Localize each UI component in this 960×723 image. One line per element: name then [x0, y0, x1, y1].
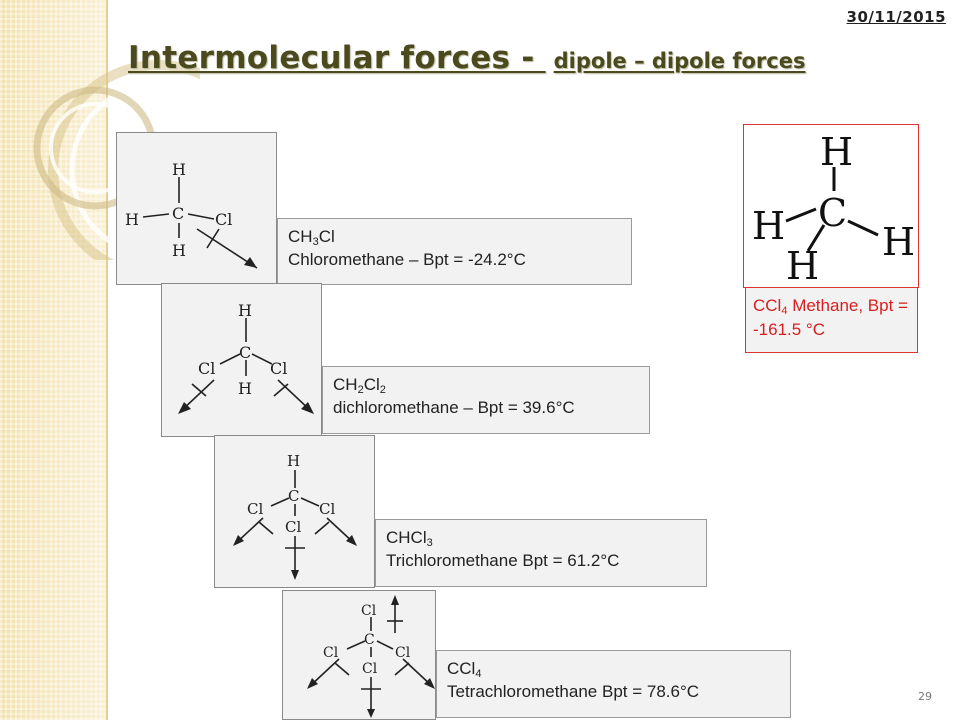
formula: CHCl3 — [386, 526, 696, 549]
atom-cl: Cl — [361, 603, 377, 619]
atom-cl: Cl — [285, 518, 301, 536]
dichloromethane-structure: H C Cl Cl H — [161, 283, 322, 437]
atom-h: H — [786, 244, 819, 287]
atom-cl: Cl — [215, 210, 232, 229]
formula-part: CCl — [447, 659, 476, 678]
formula-subscript: 2 — [357, 384, 364, 396]
formula-part: Cl — [318, 227, 335, 246]
compound-name: dichloromethane – Bpt = 39.6°C — [333, 398, 575, 417]
atom-c: C — [364, 632, 375, 648]
atom-cl: Cl — [198, 359, 215, 378]
atom-h: H — [820, 130, 853, 174]
chloromethane-label: CH3Cl Chloromethane – Bpt = -24.2°C — [277, 218, 632, 285]
methane-name: Methane, Bpt = -161.5 °C — [753, 296, 908, 339]
formula-part: CH — [333, 375, 358, 394]
atom-cl: Cl — [319, 500, 335, 518]
methane-formula-subscript: 4 — [781, 305, 788, 317]
atom-c: C — [172, 204, 184, 223]
methane-structure: H C H H H — [743, 124, 919, 288]
atom-c: C — [239, 343, 251, 362]
formula-subscript: 3 — [312, 236, 319, 248]
atom-h: H — [172, 241, 186, 260]
compound-name: Tetrachloromethane Bpt = 78.6°C — [447, 682, 700, 701]
atom-cl: Cl — [247, 500, 263, 518]
trichloromethane-structure: H C Cl Cl Cl — [214, 435, 375, 588]
methane-label: CCl4 Methane, Bpt = -161.5 °C — [745, 287, 918, 353]
formula-subscript: 2 — [379, 384, 386, 396]
slide-title: Intermolecular forces - dipole – dipole … — [128, 40, 805, 76]
slide-date: 30/11/2015 — [846, 8, 946, 26]
formula-part: CHCl — [386, 528, 427, 547]
atom-h: H — [238, 301, 252, 320]
atom-h: H — [125, 210, 139, 229]
tetrachloromethane-structure: Cl C Cl Cl Cl — [282, 590, 436, 720]
atom-cl: Cl — [362, 661, 378, 677]
atom-h: H — [882, 220, 915, 264]
formula-part: CH — [288, 227, 313, 246]
chloromethane-structure: H H C Cl H — [116, 132, 277, 285]
sidebar-divider — [106, 0, 108, 720]
formula: CH2Cl2 — [333, 373, 639, 396]
formula: CCl4 — [447, 657, 780, 680]
formula: CH3Cl — [288, 225, 621, 248]
compound-name: Chloromethane – Bpt = -24.2°C — [288, 250, 526, 269]
formula-part: Cl — [363, 375, 380, 394]
atom-c: C — [818, 191, 847, 235]
atom-h: H — [752, 204, 785, 248]
atom-cl: Cl — [270, 359, 287, 378]
formula-subscript: 3 — [426, 537, 433, 549]
dichloromethane-label: CH2Cl2 dichloromethane – Bpt = 39.6°C — [322, 366, 650, 434]
atom-h: H — [238, 379, 252, 398]
tetrachloromethane-label: CCl4 Tetrachloromethane Bpt = 78.6°C — [436, 650, 791, 718]
atom-h: H — [172, 160, 186, 179]
atom-h: H — [287, 452, 300, 470]
trichloromethane-label: CHCl3 Trichloromethane Bpt = 61.2°C — [375, 519, 707, 587]
page-number: 29 — [918, 690, 932, 703]
formula-subscript: 4 — [475, 668, 482, 680]
atom-c: C — [288, 487, 299, 505]
atom-cl: Cl — [395, 645, 411, 661]
title-sub: dipole – dipole forces — [553, 49, 806, 73]
title-main: Intermolecular forces - — [128, 40, 546, 76]
compound-name: Trichloromethane Bpt = 61.2°C — [386, 551, 620, 570]
methane-formula: CCl — [753, 296, 782, 315]
atom-cl: Cl — [323, 645, 339, 661]
